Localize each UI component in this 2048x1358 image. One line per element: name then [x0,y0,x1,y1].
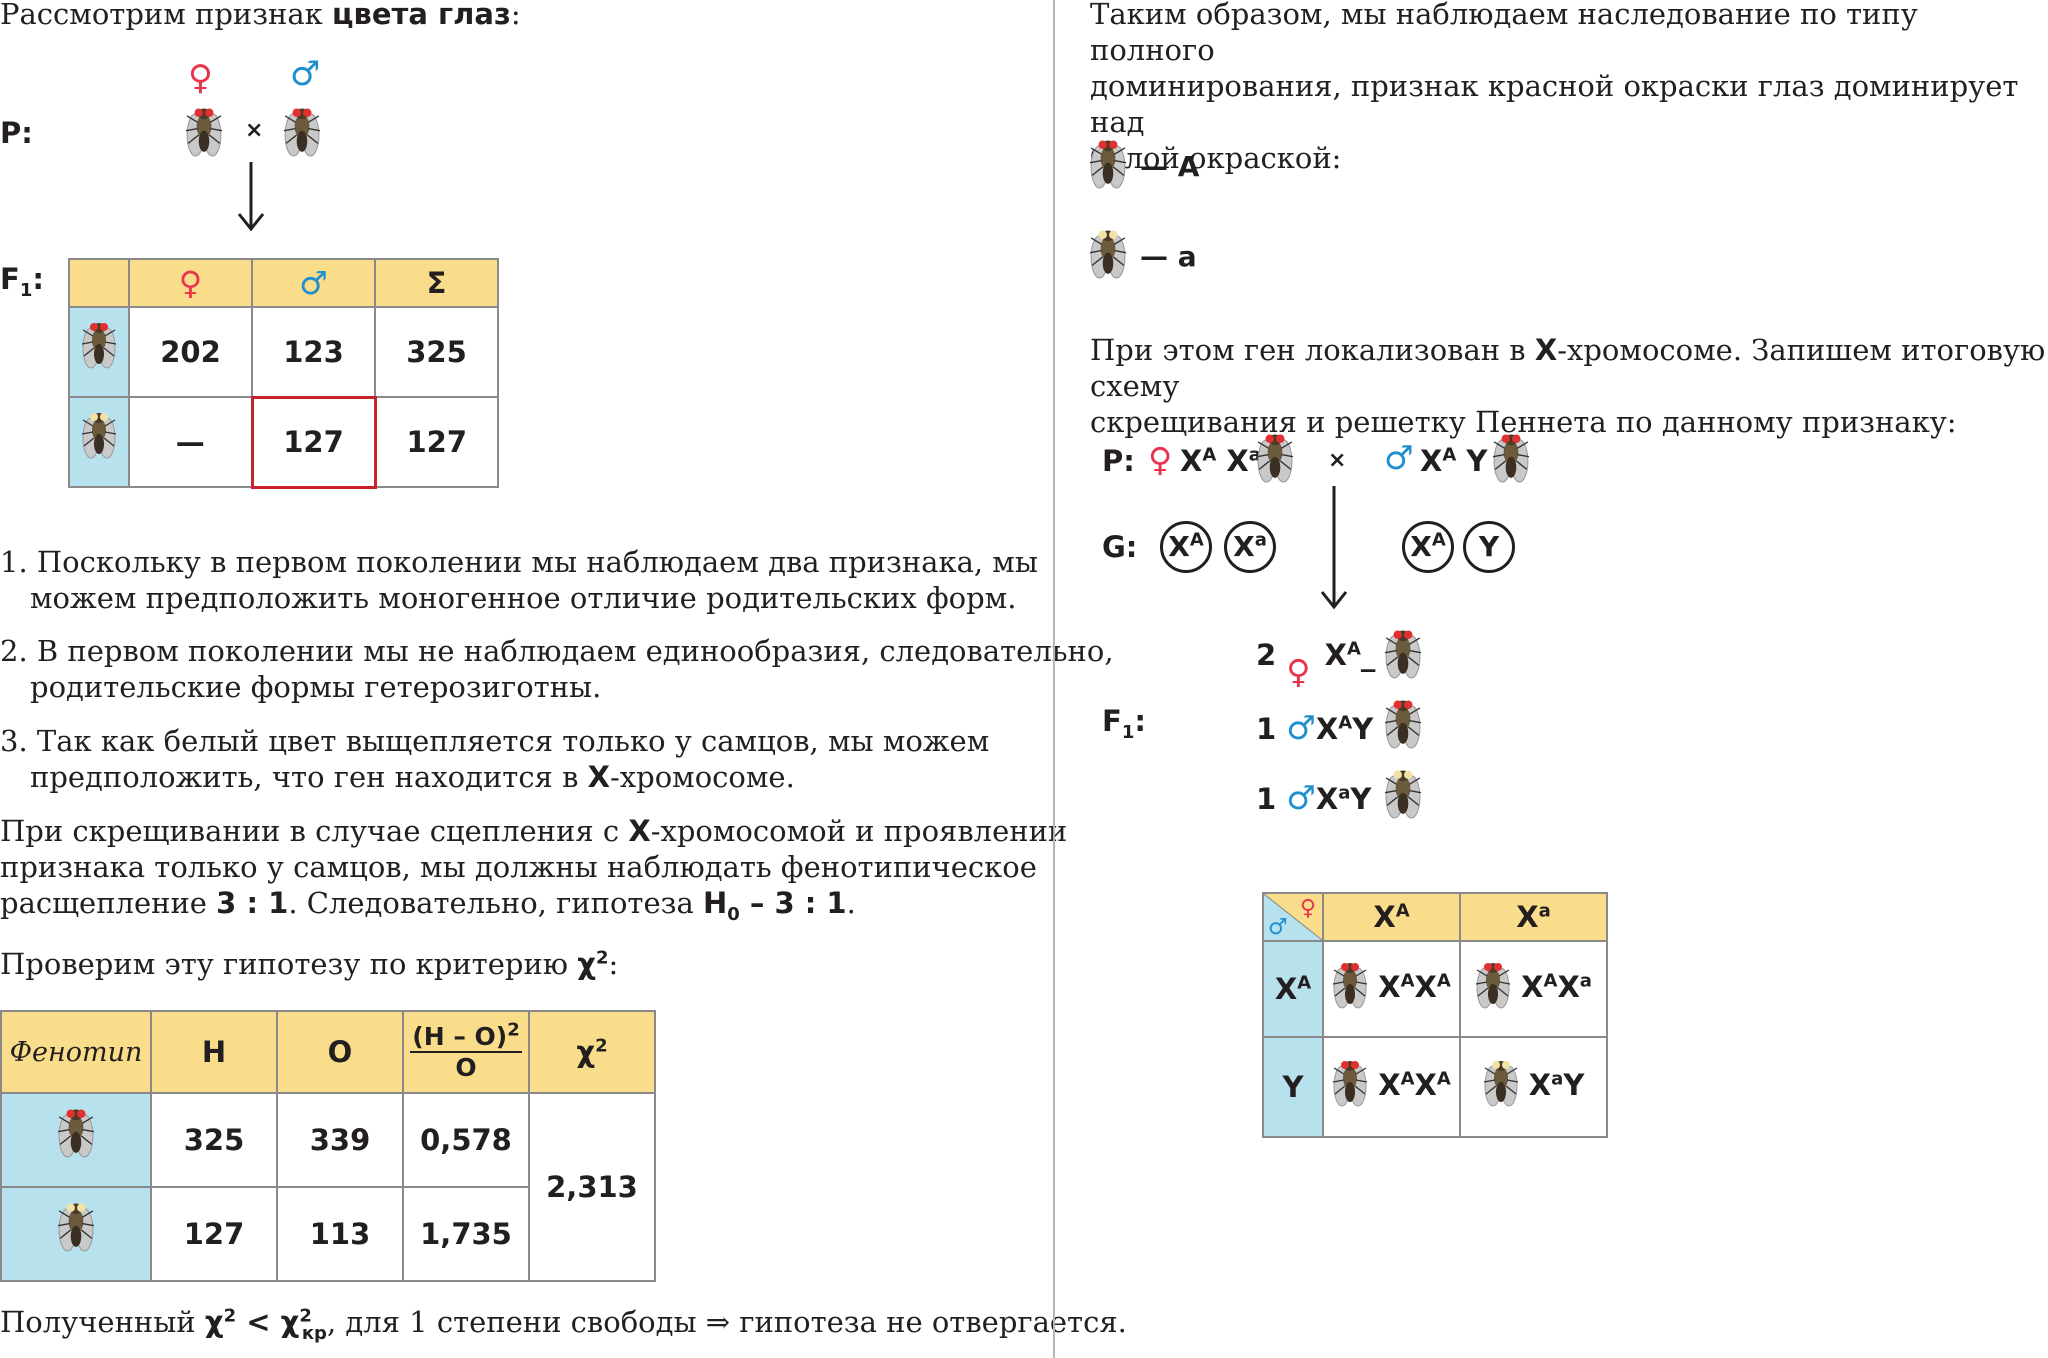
punnett-row-head: XA [1262,940,1324,1038]
offspring-row-1: 2 ♀ XA_ [1256,638,1376,691]
fly-red-icon [1089,134,1127,202]
f1-table-corner [68,258,130,308]
chi-cell: 0,578 [402,1092,530,1188]
point-3: 3. Так как белый цвет выщепляется только… [0,724,990,794]
scheme-g-label: G: [1102,530,1138,564]
female-symbol: ♀ [1299,896,1316,921]
scheme-paragraph: При этом ген локализован в X-хромосоме. … [1090,333,2046,439]
chi-header-chi: χ2 [528,1010,656,1094]
chi-cell: 113 [276,1186,404,1282]
punnett-col-head: Xa [1459,892,1608,942]
chi-cell: 325 [150,1092,278,1188]
gamete-male-Y: Y [1463,521,1515,573]
intro-colon: : [510,0,521,31]
chi-square-table: Фенотип Н О (Н – О)2 О χ2 325 339 0,578 … [0,1010,656,1282]
chi-cell: 1,735 [402,1186,530,1282]
legend-recessive: — a [1140,240,1197,273]
down-arrow-icon [237,162,265,232]
fly-red-icon [57,1103,95,1171]
hypothesis-paragraph: При скрещивании в случае сцепления с X-х… [0,814,1068,925]
punnett-cell: XAXa [1459,940,1608,1038]
fly-white-icon [81,406,117,472]
cross-symbol: × [245,118,264,143]
fly-red-male-icon [1492,428,1530,496]
chi-cell: 339 [276,1092,404,1188]
female-genotype: XA Xa [1180,444,1261,478]
chi-header-n: Н [150,1010,278,1094]
punnett-cell: XAXA [1322,940,1461,1038]
chi-header-phenotype: Фенотип [0,1010,152,1094]
chi-row-white-pheno [0,1186,152,1282]
cross-symbol: × [1328,448,1347,473]
legend-dominant: — A [1140,150,1200,183]
f1-cell: 127 [374,396,499,488]
chi-header-fraction: (Н – О)2 О [402,1010,530,1094]
punnett-col-head: XA [1322,892,1461,942]
intro-bold: цвета глаз [332,0,511,31]
offspring-row-2: 1 ♂XAY [1256,708,1374,747]
chi-header-o: О [276,1010,404,1094]
chi-cell: 127 [150,1186,278,1282]
conclusion-line: Полученный χ2 < χ2кр, для 1 степени своб… [0,1305,1127,1344]
fly-red-icon [1475,956,1511,1022]
fly-red-icon [1332,1054,1368,1120]
f1-header-female: ♀ [128,258,253,308]
male-symbol: ♂ [290,54,321,94]
punnett-row-head: Y [1262,1036,1324,1138]
scheme-p-label: P: [1102,444,1135,478]
f1-cell-highlighted: 127 [250,395,377,489]
chi-total: 2,313 [528,1092,656,1282]
fly-red-female-icon [185,102,223,170]
fly-white-icon [57,1197,95,1265]
punnett-cell: XaY [1459,1036,1608,1138]
fly-red-female-icon [1256,428,1294,496]
point-1: 1. Поскольку в первом поколении мы наблю… [0,545,1038,615]
intro-line: Рассмотрим признак цвета глаз: [0,0,521,32]
fly-white-icon [1384,764,1422,832]
fly-red-icon [81,316,117,382]
f1-row-red-pheno [68,306,130,398]
f1-header-male: ♂ [251,258,376,308]
fly-red-icon [1332,956,1368,1022]
f1-cell: 123 [251,306,376,398]
male-symbol: ♂ [1268,915,1288,940]
scheme-f1-label: F1: [1102,704,1146,743]
f1-cell: 202 [128,306,253,398]
check-line: Проверим эту гипотезу по критерию χ2: [0,947,619,981]
fly-white-icon [1483,1054,1519,1120]
conclusion-paragraph: Таким образом, мы наблюдаем наследование… [1090,0,2019,175]
p-label: P: [0,116,33,150]
fly-red-icon [1384,624,1422,692]
intro-text: Рассмотрим признак [0,0,333,31]
male-genotype: XA Y [1420,444,1488,478]
punnett-square: ♀ ♂ XA Xa XA XAXA XAXa Y XAXA XaY [1262,892,1608,1138]
f1-row-white-pheno [68,396,130,488]
fly-red-icon [1384,694,1422,762]
fly-red-male-icon [283,102,321,170]
f1-cell: 325 [374,306,499,398]
gamete-male-A: XA [1402,521,1454,573]
f1-label: F1: [0,262,44,301]
female-symbol: ♀ [1148,440,1173,479]
f1-cell: — [128,396,253,488]
offspring-row-3: 1 ♂XaY [1256,778,1372,817]
male-symbol: ♂ [1384,438,1414,477]
punnett-cell: XAXA [1322,1036,1461,1138]
column-divider [1053,0,1055,1358]
point-2: 2. В первом поколении мы не наблюдаем ед… [0,634,1114,704]
f1-header-sum: Σ [374,258,499,308]
gamete-female-A: XA [1160,521,1212,573]
down-arrow-icon [1320,486,1348,610]
female-symbol: ♀ [188,58,213,98]
fly-white-icon [1089,224,1127,292]
f1-table: ♀ ♂ Σ 202 123 325 — 127 127 [68,258,499,489]
chi-row-red-pheno [0,1092,152,1188]
gamete-female-a: Xa [1224,521,1276,573]
punnett-corner: ♀ ♂ [1262,892,1324,942]
